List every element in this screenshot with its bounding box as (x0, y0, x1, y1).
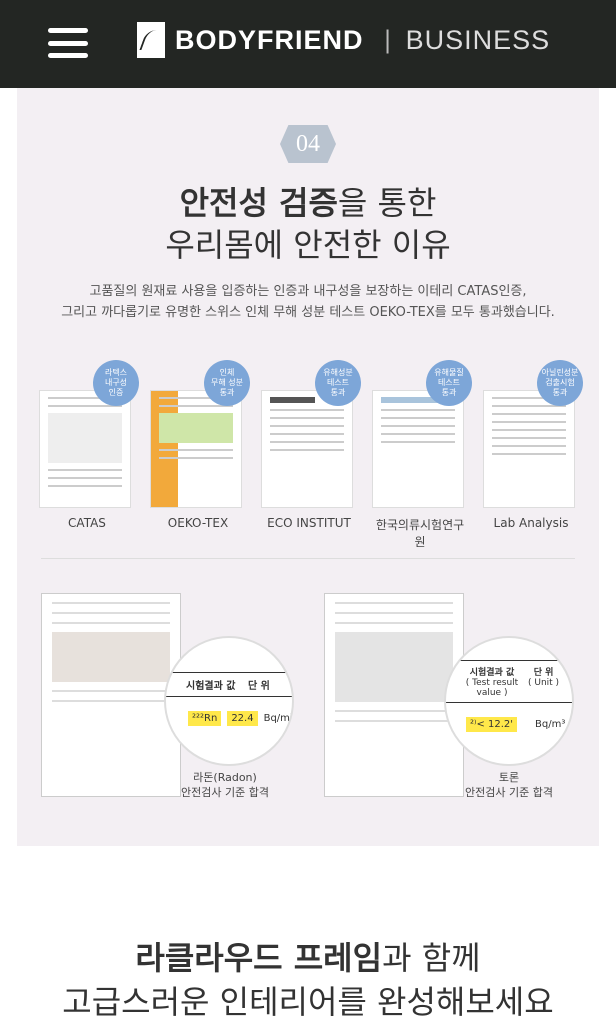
caption-line1: 라돈(Radon) (193, 771, 257, 784)
certificate-image (261, 390, 353, 508)
cert-oeko-tex: 인체 무해 성분 통과 OEKO-TEX (150, 360, 250, 550)
cert-lab-analysis: 아닐린성분 검출시험 통과 Lab Analysis (483, 360, 583, 550)
result-header: 시험결과 값 (186, 681, 236, 692)
logo[interactable]: BODYFRIEND | BUSINESS (137, 22, 550, 58)
caption-line1: 토론 (498, 771, 520, 784)
cert-label: Lab Analysis (493, 516, 569, 530)
bottom-bold: 라클라우드 프레임 (135, 939, 383, 977)
cert-badge: 아닐린성분 검출시험 통과 (537, 360, 583, 406)
cert-label: OEKO-TEX (167, 516, 229, 530)
unit: Bq/m³ (535, 719, 566, 730)
bottom-rest: 과 함께 (382, 939, 481, 977)
section-title: 안전성 검증을 통한 우리몸에 안전한 이유 (17, 182, 599, 266)
cert-label: ECO INSTITUT (267, 516, 351, 530)
safety-section: 04 안전성 검증을 통한 우리몸에 안전한 이유 고품질의 원재료 사용을 입… (17, 88, 599, 846)
brand-sub: BUSINESS (405, 24, 551, 55)
result-value: 22.4 (227, 711, 258, 726)
title-rest: 을 통한 (337, 184, 437, 222)
hamburger-menu-icon[interactable] (48, 28, 88, 58)
result-header: 시험결과 값 (469, 668, 515, 678)
divider-line (41, 558, 575, 559)
certificate-image (483, 390, 575, 508)
caption-line2: 안전검사 기준 합격 (181, 786, 269, 799)
test-caption: 라돈(Radon) 안전검사 기준 합격 (165, 770, 285, 800)
cert-catas: 라텍스 내구성 인증 CATAS (39, 360, 139, 550)
section-number: 04 (280, 125, 336, 163)
desc-line1: 고품질의 원재료 사용을 입증하는 인증과 내구성을 보장하는 이테리 CATA… (89, 284, 527, 299)
brand-name: BODYFRIEND (175, 24, 364, 55)
cert-label: CATAS (68, 516, 106, 530)
logo-mark-icon (137, 22, 165, 58)
cert-badge: 유해성분 테스트 통과 (315, 360, 361, 406)
desc-line2: 그리고 까다롭기로 유명한 스위스 인체 무해 성분 테스트 OEKO-TEX를… (61, 305, 555, 320)
cert-badge: 유해물질 테스트 통과 (426, 360, 472, 406)
certificate-image (150, 390, 242, 508)
result-value: ²⁾< 12.2' (466, 717, 518, 732)
magnified-result: 시험결과 값( Test result value ) 단 위( Unit ) ²… (444, 636, 574, 766)
unit-header: 단 위 (248, 681, 270, 692)
test-report-image (41, 593, 181, 797)
certificate-image (372, 390, 464, 508)
unit-header: 단 위 (533, 668, 554, 678)
certificate-image (39, 390, 131, 508)
bottom-heading: 라클라우드 프레임과 함께 고급스러운 인테리어를 완성해보세요 (0, 936, 616, 1024)
bottom-line2: 고급스러운 인테리어를 완성해보세요 (62, 983, 554, 1021)
divider: | (383, 26, 392, 54)
test-report-image (324, 593, 464, 797)
title-bold: 안전성 검증 (179, 184, 338, 222)
cert-badge: 라텍스 내구성 인증 (93, 360, 139, 406)
result-subheader: ( Test result value ) (465, 678, 519, 698)
title-line2: 우리몸에 안전한 이유 (165, 226, 451, 264)
caption-line2: 안전검사 기준 합격 (465, 786, 553, 799)
header: BODYFRIEND | BUSINESS (0, 0, 616, 88)
certificates: 라텍스 내구성 인증 CATAS 인체 무해 성분 통과 OEKO-TEX 유해성분… (39, 360, 583, 550)
unit: Bq/m³ (263, 713, 294, 724)
cert-label: 한국의류시험연구원 (375, 518, 465, 549)
cert-badge: 인체 무해 성분 통과 (204, 360, 250, 406)
unit-subheader: ( Unit ) (528, 678, 560, 688)
element: ²²²Rn (188, 711, 222, 726)
cert-eco-institut: 유해성분 테스트 통과 ECO INSTITUT (261, 360, 361, 550)
magnified-result: 시험결과 값 단 위 ²²²Rn 22.4 Bq/m³ (164, 636, 294, 766)
section-description: 고품질의 원재료 사용을 입증하는 인증과 내구성을 보장하는 이테리 CATA… (17, 281, 599, 323)
